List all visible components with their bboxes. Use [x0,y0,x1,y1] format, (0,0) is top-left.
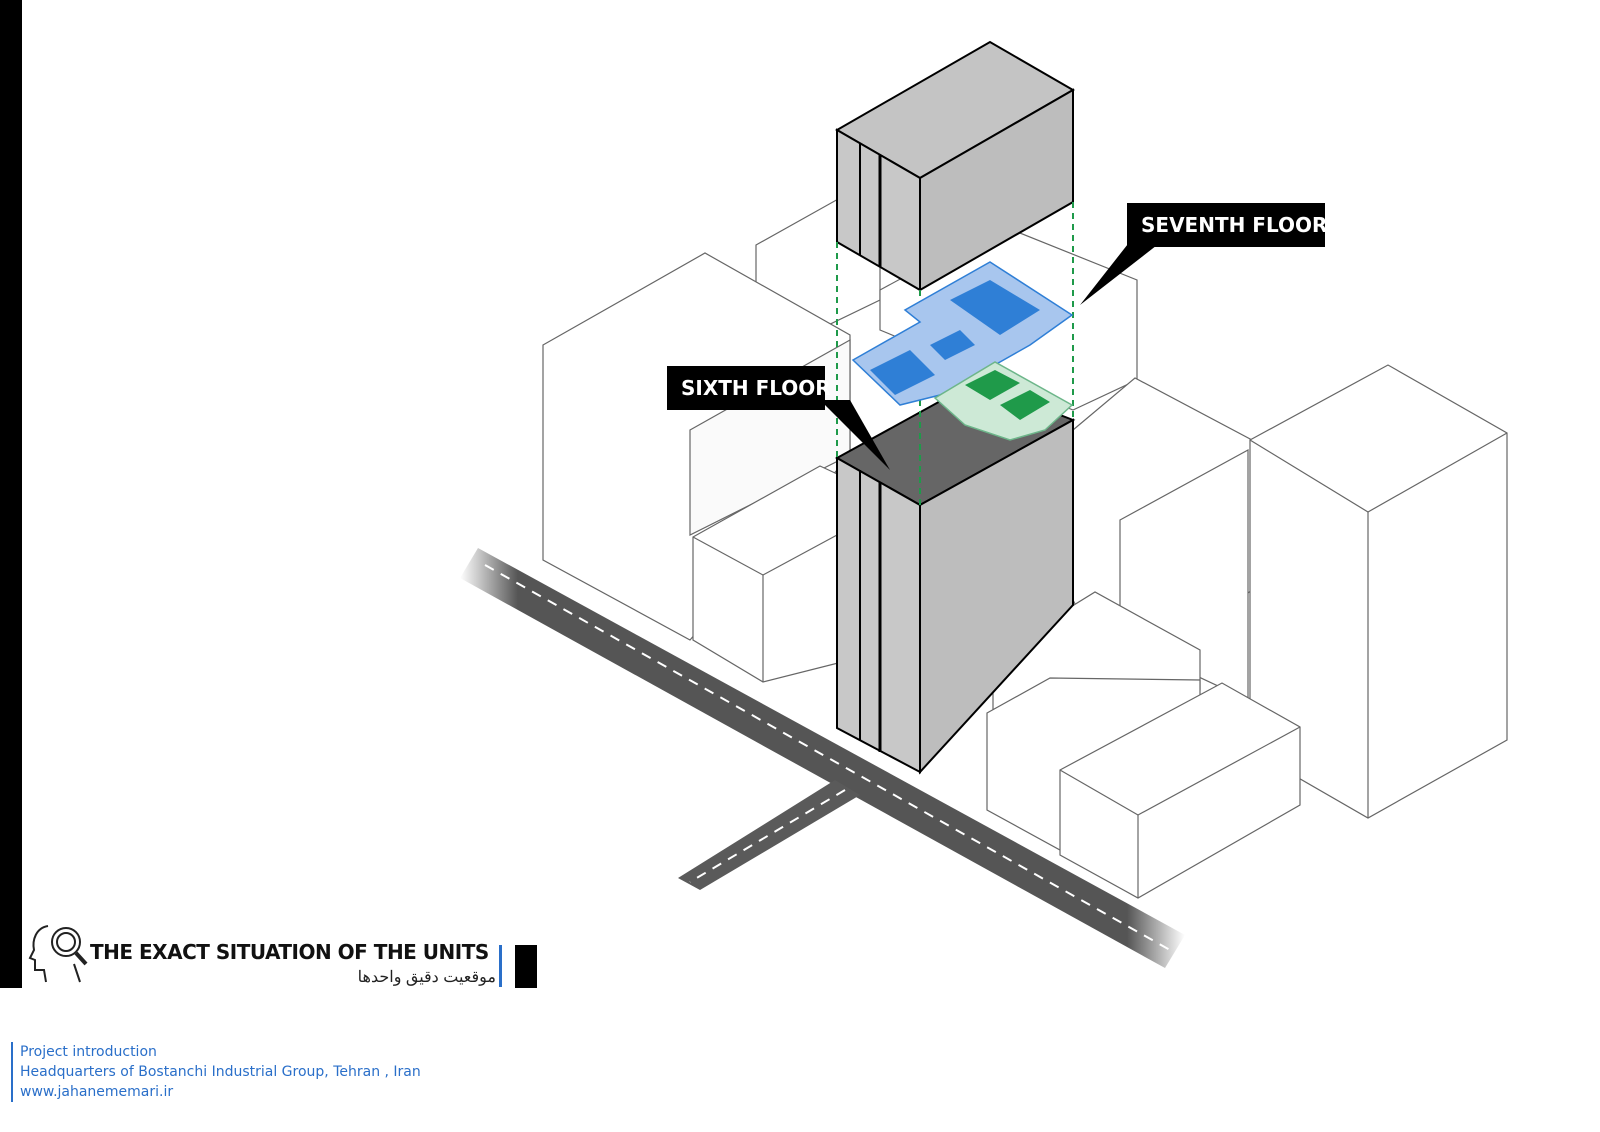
footer-website-link[interactable]: www.jahanememari.ir [20,1084,174,1100]
sixth-floor-label: SIXTH FLOOR [667,366,831,410]
road [460,548,1185,968]
section-subtitle-persian: موقعیت دقیق واحدها [357,969,496,986]
sixth-floor-plan [933,361,1074,441]
neighbor-buildings [542,197,1508,899]
footer-project-intro: Project introduction [20,1044,157,1060]
left-black-bar [0,0,22,988]
section-title: THE EXACT SITUATION OF THE UNITS [90,940,489,964]
seventh-floor-plan [851,261,1074,406]
label-pointers [820,235,1170,470]
title-accent-rule [499,945,502,987]
head-magnifier-icon [28,925,88,983]
title-black-block [515,945,537,988]
footer-info: Project introduction Headquarters of Bos… [11,1042,421,1102]
footer-project-name: Headquarters of Bostanchi Industrial Gro… [20,1064,421,1080]
seventh-floor-label: SEVENTH FLOOR [1127,203,1327,247]
main-tower-upper [834,40,1076,292]
